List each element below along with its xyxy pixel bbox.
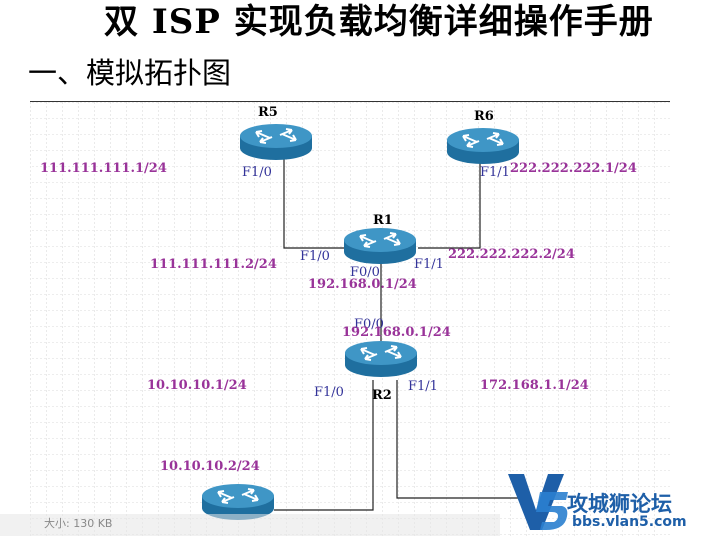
divider [30,101,670,102]
ip-host-left: 10.10.10.2/24 [160,459,260,474]
link-r6-r1 [418,162,481,249]
ip-r2-f11: 172.168.1.1/24 [480,378,589,393]
ip-r5-f10: 111.111.111.1/24 [40,161,167,176]
watermark-logo-icon [508,474,568,530]
router-r2-icon [344,340,418,378]
router-r6-label: R6 [474,109,494,124]
router-r5-icon [239,123,313,161]
link-r2-host [274,380,374,511]
file-size-text: 大小: 130 KB [44,517,113,530]
ip-r6-f11: 222.222.222.1/24 [510,161,637,176]
ip-r1-f00: 192.168.0.1/24 [308,277,417,292]
router-r6-icon [446,127,520,165]
watermark-text: 攻城狮论坛 [567,492,672,516]
link-r2-right [396,380,528,499]
section-heading: 一、模拟拓扑图 [28,56,232,90]
ip-r1-f10: 111.111.111.2/24 [150,257,277,272]
iface-r2-f00: F0/0 [354,317,384,332]
router-r2-label: R2 [372,388,392,403]
iface-r1-f11: F1/1 [414,257,444,272]
iface-r2-f11: F1/1 [408,379,438,394]
ip-r2-f10: 10.10.10.1/24 [147,378,247,393]
iface-r6-f11: F1/1 [480,165,510,180]
iface-r2-f10: F1/0 [314,385,344,400]
grid-background [30,102,670,536]
document-title: 双 ISP 实现负载均衡详细操作手册 [104,2,654,42]
iface-r1-f10: F1/0 [300,249,330,264]
iface-r5-f10: F1/0 [242,165,272,180]
router-r1-label: R1 [373,213,393,228]
watermark-url: bbs.vlan5.com [572,514,687,530]
link-r5-r1 [283,152,344,249]
iface-r1-f00: F0/0 [350,265,380,280]
router-r1-icon [343,227,417,265]
links [274,152,528,511]
router-r5-label: R5 [258,105,278,120]
ip-r2-f00: 192.168.0.1/24 [342,325,451,340]
file-size-strip [0,514,500,536]
topology-diagram: R5 R6 R1 R2 F1/0 F1/1 F1/0 F1/1 F0/0 F0/… [30,102,670,536]
ip-r1-f11: 222.222.222.2/24 [448,247,575,262]
